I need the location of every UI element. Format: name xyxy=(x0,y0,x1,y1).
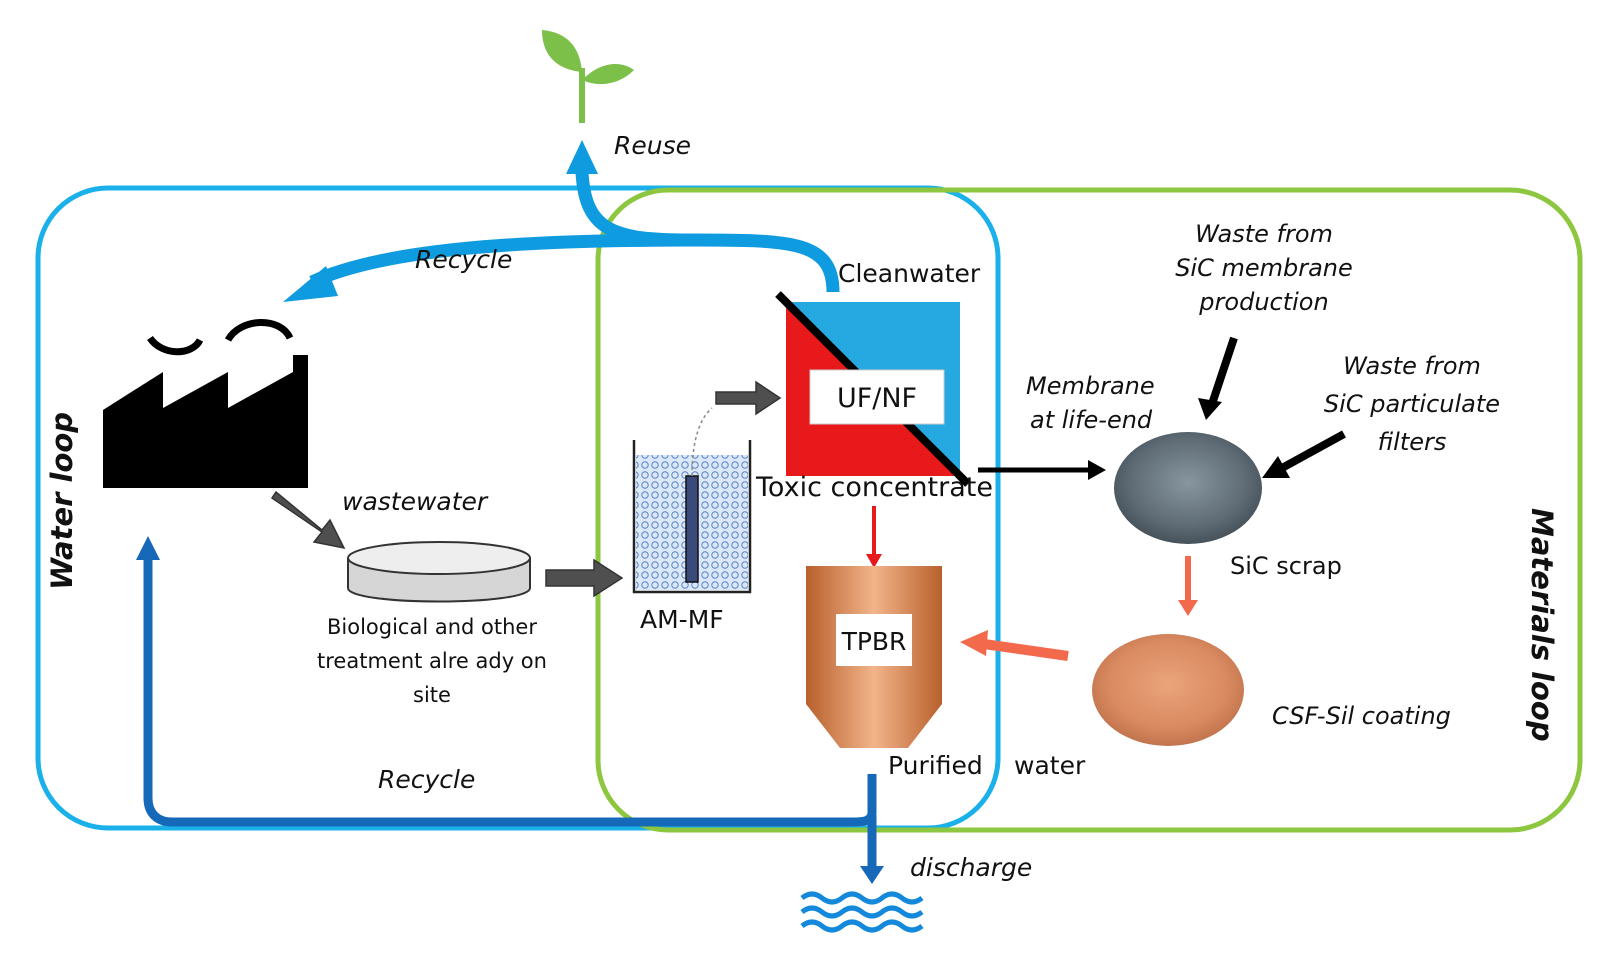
materials-loop-label: Materials loop xyxy=(1525,508,1559,742)
treatment-tank xyxy=(347,541,531,603)
waste-filters-arrowhead xyxy=(1262,456,1290,478)
recycle-bottom-arrowhead xyxy=(136,536,160,560)
sprout-icon xyxy=(542,30,634,123)
am-mf-label: AM-MF xyxy=(640,605,724,634)
waste-membrane-arrowhead xyxy=(1198,398,1222,420)
waste-sic-filters-label-1: Waste from xyxy=(1343,352,1481,380)
sic-scrap-pile xyxy=(1114,432,1262,544)
discharge-arrowhead xyxy=(860,866,884,884)
waste-sic-filters-label-2: SiC particulate xyxy=(1324,390,1500,418)
reuse-label: Reuse xyxy=(614,131,691,160)
tpbr-label: TPBR xyxy=(841,627,907,656)
treatment-label-2: treatment alre ady on xyxy=(317,649,547,673)
sic-scrap-label: SiC scrap xyxy=(1230,552,1342,580)
waste-sic-filters-label-3: filters xyxy=(1378,428,1447,456)
ammf-to-ufnf-arrow xyxy=(715,380,782,416)
factory-icon xyxy=(103,319,308,488)
waste-sic-membrane-label-3: production xyxy=(1198,288,1328,316)
treatment-label-3: site xyxy=(413,683,451,707)
tank-to-ammf-arrow xyxy=(545,558,624,598)
purified-label: Purified xyxy=(888,751,983,780)
wastewater-label: wastewater xyxy=(342,487,489,516)
scrap-to-coating-arrowhead xyxy=(1178,600,1198,616)
water-loop-frame xyxy=(35,185,1001,831)
uf-nf-module xyxy=(775,291,971,487)
discharge-label: discharge xyxy=(910,853,1032,882)
wastewater-arrow xyxy=(270,490,346,550)
cleanwater-label: Cleanwater xyxy=(838,259,981,288)
coating-to-tpbr-arrow xyxy=(983,639,1069,661)
coating-to-tpbr-arrowhead xyxy=(960,630,988,656)
membrane-life-end-label-1: Membrane xyxy=(1026,372,1155,400)
water-label: water xyxy=(1014,751,1086,780)
waste-sic-membrane-label-2: SiC membrane xyxy=(1175,254,1353,282)
treatment-label-1: Biological and other xyxy=(327,615,537,639)
membrane-life-end-label-2: at life-end xyxy=(1030,406,1153,434)
membrane-to-scrap-arrowhead xyxy=(1088,460,1106,480)
csf-sil-label: CSF-Sil coating xyxy=(1272,702,1451,730)
waste-sic-membrane-label-1: Waste from xyxy=(1195,220,1333,248)
water-loop-label: Water loop xyxy=(45,412,79,590)
recycle-top-label: Recycle xyxy=(415,245,512,274)
materials-loop-frame xyxy=(595,187,1583,833)
recycle-bottom-label: Recycle xyxy=(378,765,475,794)
waste-filters-arrow xyxy=(1280,430,1346,472)
csf-sil-pile xyxy=(1092,634,1244,746)
am-mf-vessel xyxy=(632,407,752,594)
water-waves-icon xyxy=(800,891,924,933)
waste-membrane-arrow xyxy=(1208,336,1238,406)
recycle-top-arrow xyxy=(309,233,701,288)
recycle-top-arrowhead xyxy=(283,266,338,302)
tpbr-column xyxy=(806,566,942,748)
reuse-arrowhead xyxy=(566,140,598,174)
toxic-to-tpbr-arrowhead xyxy=(866,554,882,568)
toxic-concentrate-label: Toxic concentrate xyxy=(755,472,993,503)
uf-nf-label: UF/NF xyxy=(837,383,917,414)
